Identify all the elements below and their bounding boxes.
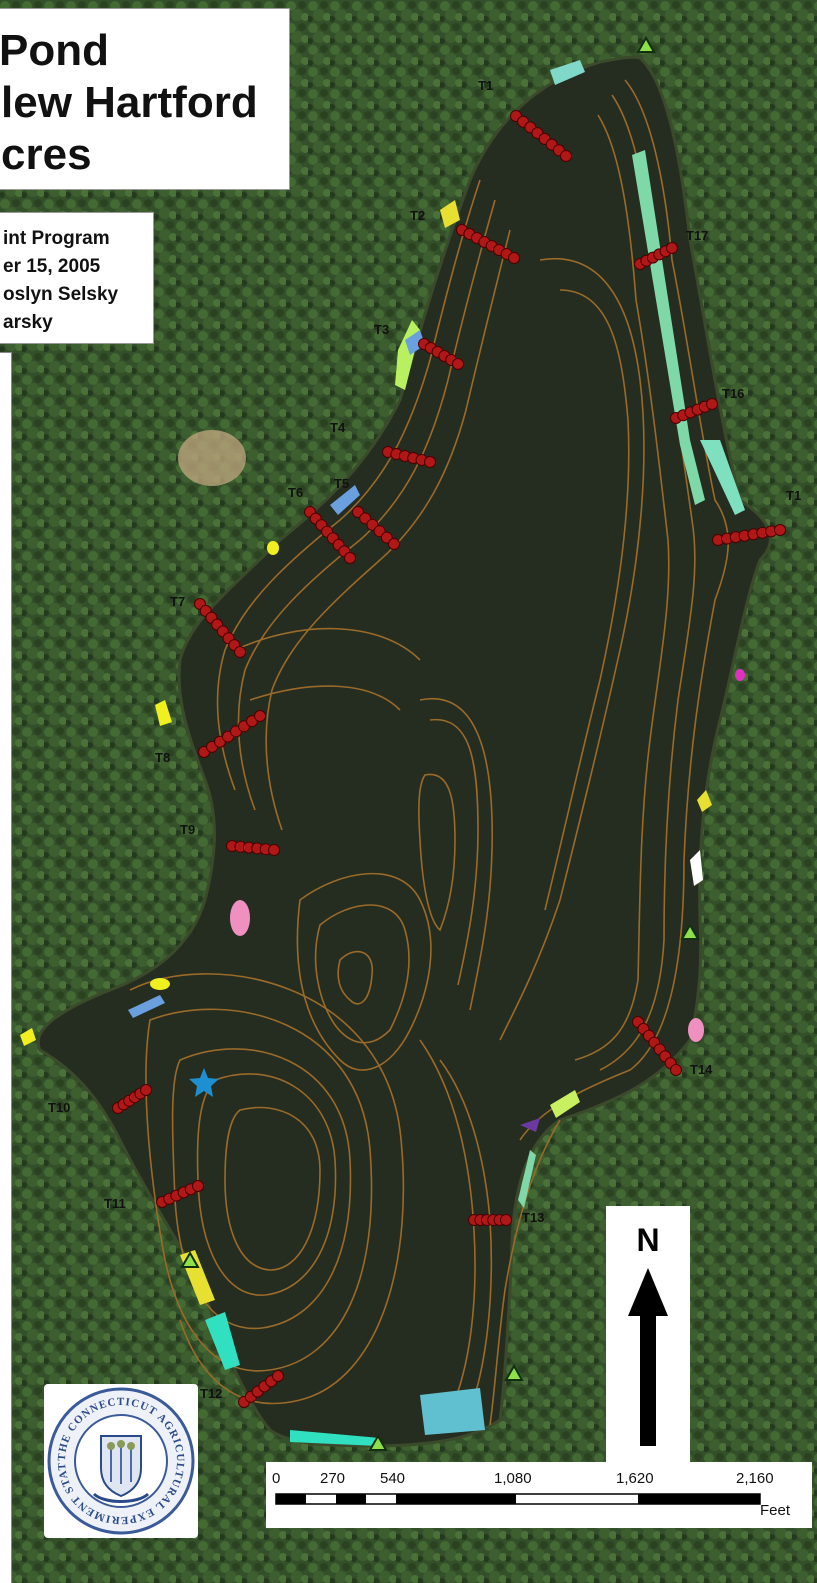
scale-unit: Feet — [760, 1502, 791, 1519]
sample-point — [500, 1214, 512, 1226]
sample-point — [706, 398, 718, 410]
credit-line: arsky — [3, 312, 53, 333]
sample-point — [774, 524, 786, 536]
scale-bar: 0 270 540 1,080 1,620 2,160 Feet — [266, 1462, 812, 1528]
map-title-line: cres — [1, 130, 92, 179]
triangle-marker-icon — [504, 1363, 524, 1381]
north-arrow: N — [606, 1206, 690, 1470]
transect-label: T2 — [410, 208, 425, 223]
transect-label: T5 — [334, 476, 349, 491]
triangle-marker-icon — [680, 922, 700, 940]
map-credits-box: int Program er 15, 2005 oslyn Selsky ars… — [0, 212, 154, 344]
scale-label: 2,160 — [736, 1470, 774, 1487]
scale-label: 0 — [272, 1470, 281, 1487]
scale-label: 540 — [380, 1470, 406, 1487]
triangle-marker-icon — [180, 1250, 200, 1268]
credit-line: er 15, 2005 — [3, 256, 101, 277]
sample-point — [272, 1370, 284, 1382]
scale-label: 1,080 — [494, 1470, 532, 1487]
transect-points — [112, 110, 786, 1408]
transect-label: T1 — [786, 488, 801, 503]
scale-bar-graphic — [275, 1493, 761, 1505]
caes-seal-logo: THE CONNECTICUT AGRICULTURAL EXPERIMENT … — [44, 1384, 198, 1538]
transect-label: T16 — [722, 386, 744, 401]
sample-point — [254, 710, 266, 722]
sample-point — [452, 358, 464, 370]
transect-label: T13 — [522, 1210, 544, 1225]
triangle-marker-icon — [636, 35, 656, 53]
transect-label: T6 — [288, 485, 303, 500]
sample-point — [268, 844, 280, 856]
depth-contours — [129, 79, 729, 1426]
scale-label: 270 — [320, 1470, 346, 1487]
north-label: N — [636, 1222, 660, 1258]
transect-label: T8 — [155, 750, 170, 765]
sample-point — [234, 646, 246, 658]
transect-label: T17 — [686, 228, 708, 243]
transect-label: T9 — [180, 822, 195, 837]
transect-label: T12 — [200, 1386, 222, 1401]
transect-labels: T1 T2 T3 T4 T5 T6 T7 T8 T9 T10 T11 T12 T… — [48, 78, 801, 1401]
transect-label: T3 — [374, 322, 389, 337]
seal-emblem-icon: THE CONNECTICUT AGRICULTURAL EXPERIMENT … — [44, 1384, 195, 1535]
sample-point — [666, 242, 678, 254]
map-title-box: Pond lew Hartford cres — [0, 8, 290, 190]
credit-line: oslyn Selsky — [3, 284, 119, 305]
sample-point — [424, 456, 436, 468]
credit-line: int Program — [3, 228, 110, 249]
transect-label: T1 — [478, 78, 493, 93]
sample-point — [192, 1180, 204, 1192]
north-arrow-icon — [628, 1268, 668, 1446]
transect-label: T14 — [690, 1062, 713, 1077]
transect-label: T10 — [48, 1100, 70, 1115]
sample-point — [140, 1084, 152, 1096]
sample-point — [388, 538, 400, 550]
legend-panel-edge — [0, 352, 12, 1583]
sample-point — [344, 552, 356, 564]
transect-label: T11 — [104, 1196, 126, 1211]
sample-point — [508, 252, 520, 264]
map-title-line: lew Hartford — [1, 78, 258, 127]
transect-label: T4 — [330, 420, 346, 435]
transect-label: T7 — [170, 594, 185, 609]
clearing — [178, 430, 246, 486]
sample-point — [670, 1064, 682, 1076]
sample-point — [560, 150, 572, 162]
site-markers — [180, 35, 700, 1451]
station-star-icon — [189, 1068, 219, 1097]
scale-label: 1,620 — [616, 1470, 654, 1487]
triangle-marker-icon — [368, 1433, 388, 1451]
map-title-line: Pond — [0, 26, 109, 75]
